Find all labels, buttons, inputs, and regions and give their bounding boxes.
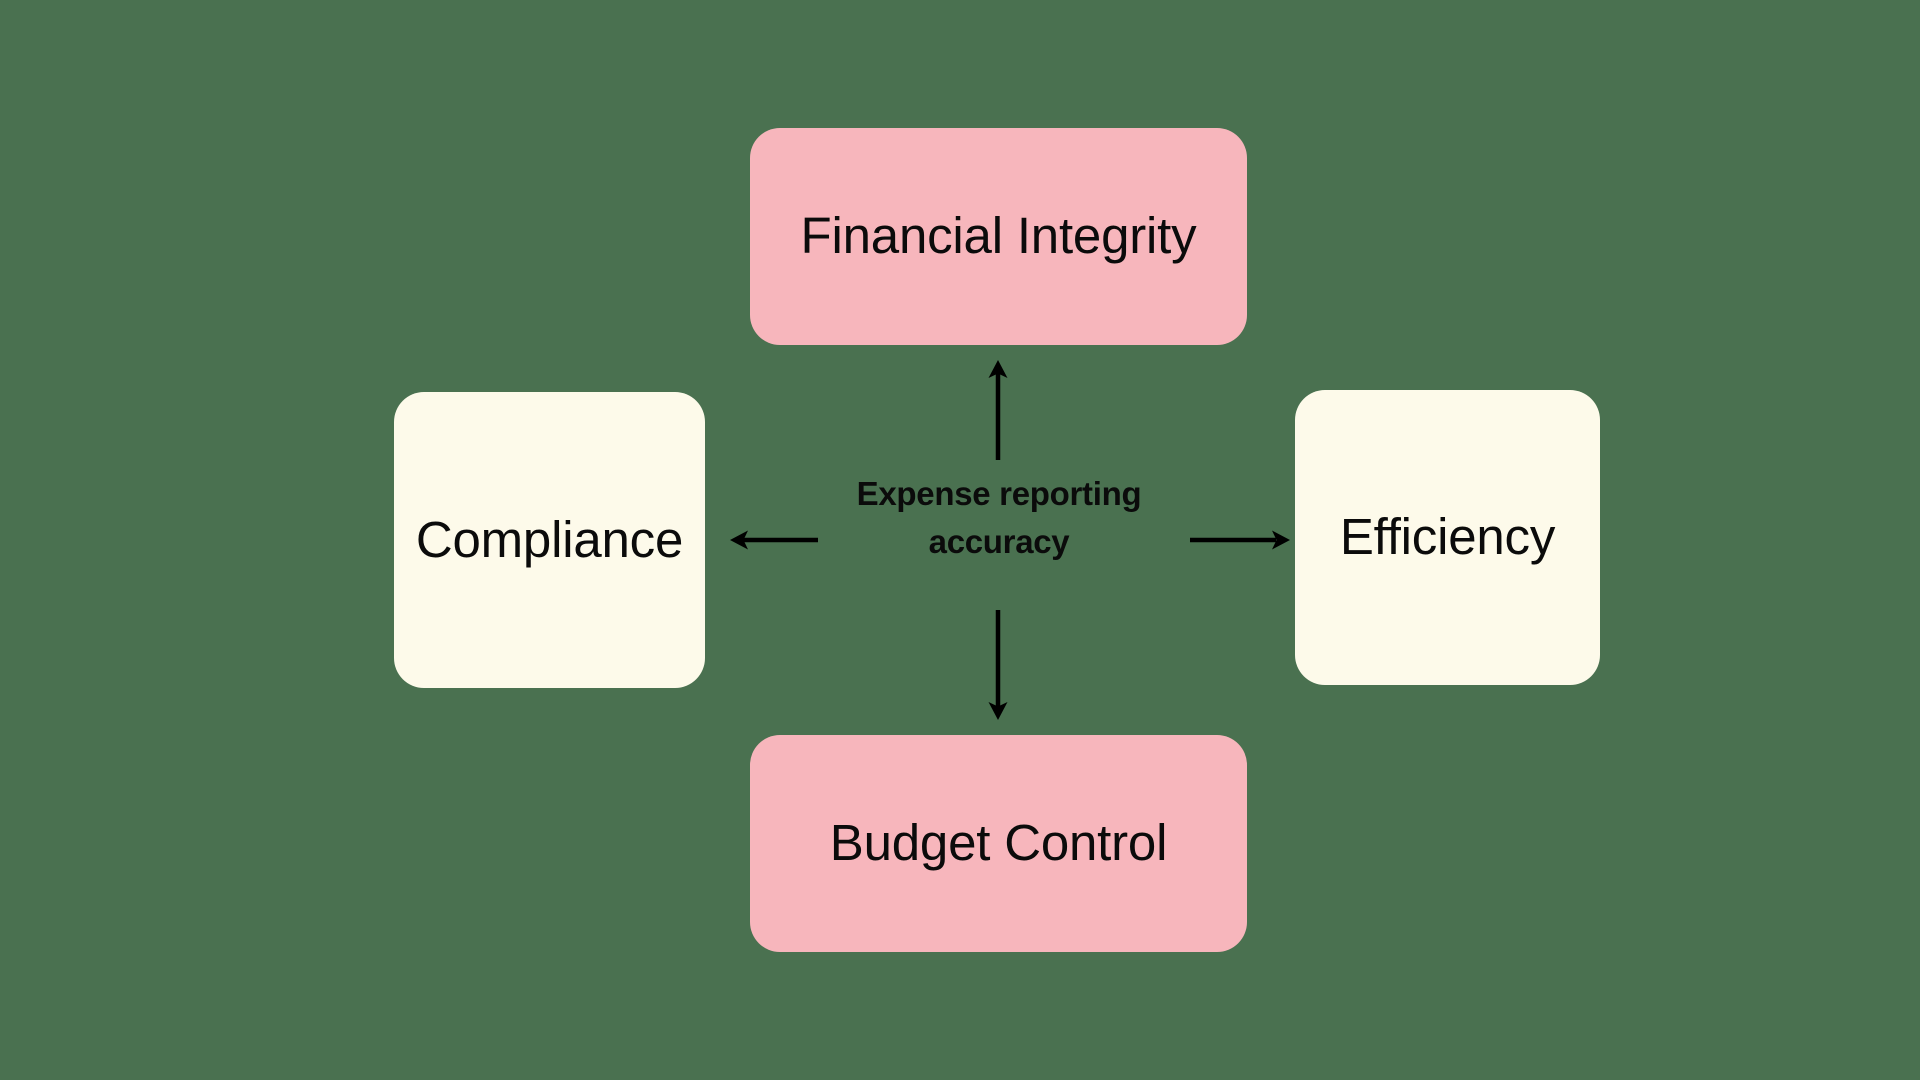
node-budget-control-label: Budget Control	[829, 814, 1168, 872]
node-compliance-label: Compliance	[415, 510, 684, 568]
node-financial-integrity-label: Financial Integrity	[800, 207, 1197, 265]
arrow-down-icon	[988, 610, 1008, 720]
node-efficiency-label: Efficiency	[1339, 508, 1556, 566]
arrow-right-icon	[1190, 530, 1290, 550]
node-budget-control[interactable]: Budget Control	[750, 735, 1247, 952]
node-financial-integrity[interactable]: Financial Integrity	[750, 128, 1247, 345]
node-efficiency[interactable]: Efficiency	[1295, 390, 1600, 685]
node-compliance[interactable]: Compliance	[394, 392, 705, 688]
center-topic-label-line1: Expense reporting	[856, 475, 1142, 512]
arrow-up-icon	[988, 360, 1008, 460]
center-topic-label: Expense reporting accuracy	[805, 470, 1193, 566]
arrow-left-icon	[730, 530, 818, 550]
center-topic-label-line2: accuracy	[928, 522, 1070, 560]
